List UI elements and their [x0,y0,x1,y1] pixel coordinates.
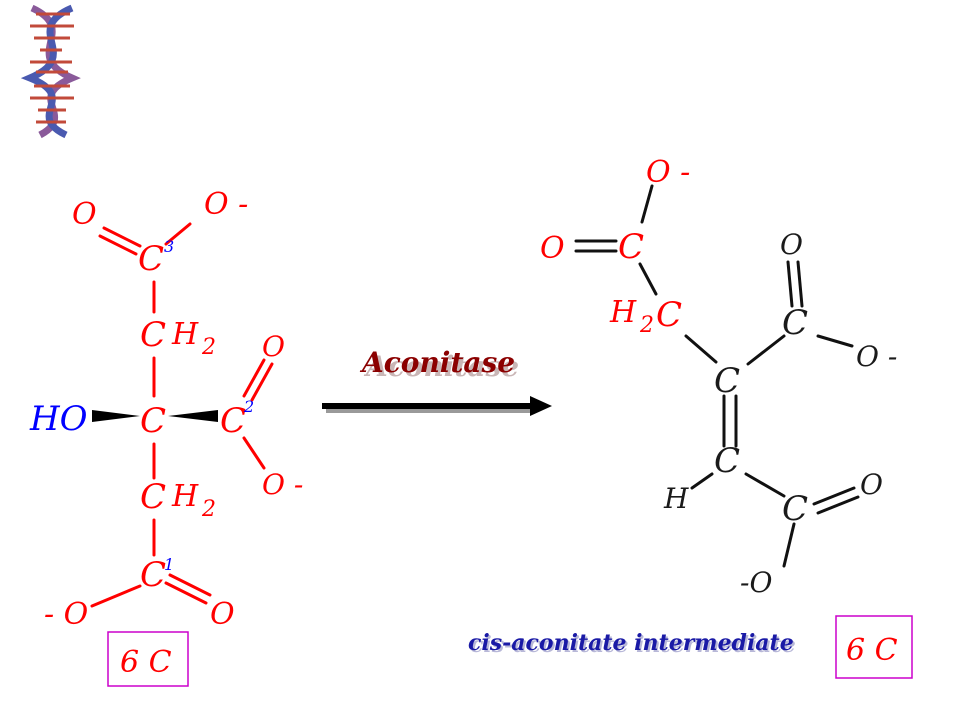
atom-c: C [618,227,644,267]
atom-o: O [540,231,565,266]
atom-c-center: C [140,401,166,441]
atom-c: C [714,441,740,481]
enzyme-label-shadow: Aconitase [363,350,519,383]
bond-c1-ominus [90,584,142,608]
atom-h-subscript: 2 [639,313,654,338]
hydroxyl-group: HO [29,399,88,439]
carbon-count-box [835,615,913,679]
atom-c1: C [140,555,166,595]
atom-ch2-subscript: 2 [201,497,216,522]
atom-c: C [782,303,808,343]
bond-c1-o-double-1 [164,581,208,605]
bond-c-ominus [640,184,654,224]
bond-c2-o-double-1 [242,358,266,398]
atom-o: O [860,468,883,501]
atom-c2: C [220,401,246,441]
bond-c-ch2 [638,262,658,296]
atom-ch2-h: H [171,479,199,514]
atom-o: O [72,197,97,232]
bond-cbottom-ominus [782,522,796,568]
atom-c3: C [138,239,164,279]
atom-ch2-c: C [140,477,166,517]
bond-cright-ominus [816,334,854,348]
bond-c2-o-double-2 [250,362,274,402]
atom-o-minus: O - [646,155,690,190]
bond-c-o-double-1 [786,260,794,308]
carbon-label-2: 2 [243,397,254,416]
atom-ch2-c: C [656,295,682,335]
cis-aconitate-structure: O - O C H 2 C O C O - C C H O C -O cis-a… [468,155,913,679]
bond-cmid-cright [746,334,786,366]
bond-clower-cbottom [744,472,786,498]
bond-c1-o-double-2 [168,573,212,597]
atom-h: H [609,295,637,330]
atom-c: C [782,489,808,529]
wedge-bond-c2 [168,410,218,422]
carbon-count-label: 6 C [846,633,898,668]
atom-o: O [210,597,235,632]
atom-o-minus: -O [740,566,772,599]
carbon-label-3: 3 [164,237,174,256]
arrow-head [530,396,552,416]
carbon-count-box [107,631,189,687]
atom-ch2-c: C [140,315,166,355]
dna-double-helix-icon [20,4,81,139]
atom-o: O [262,330,285,363]
wedge-bond-ho [92,410,140,422]
enzyme-label: Aconitase [359,346,515,379]
bond-c-o-double-2 [816,495,860,515]
citrate-structure: O O - C 3 C H 2 O HO C C 2 O - C H 2 C 1… [29,187,303,687]
reaction-arrow: Aconitase Aconitase [322,346,552,416]
atom-c: C [714,361,740,401]
atom-o-minus: O - [856,340,897,373]
bond-c-o-double-2 [796,260,804,308]
bond-clower-h [690,472,714,490]
caption-shadow: cis-aconitate intermediate [470,632,796,658]
atom-o-minus: O - [262,468,303,501]
carbon-count-label: 6 C [120,645,172,680]
atom-o-minus: - O [44,597,88,632]
intermediate-caption: cis-aconitate intermediate [468,630,794,656]
bond-c-o-double-1 [812,486,856,506]
bond-c3-o-double-1 [102,226,142,248]
bond-c3-o-double-2 [98,234,138,256]
atom-ch2-subscript: 2 [201,335,216,360]
atom-h: H [663,482,689,515]
bond-ch2-cmid [684,334,718,364]
carbon-label-1: 1 [164,555,174,574]
atom-ch2-h: H [171,317,199,352]
bond-c2-ominus [242,436,266,470]
atom-o-minus: O - [204,187,248,222]
atom-o: O [780,228,803,261]
bond-c3-ominus [164,222,192,246]
